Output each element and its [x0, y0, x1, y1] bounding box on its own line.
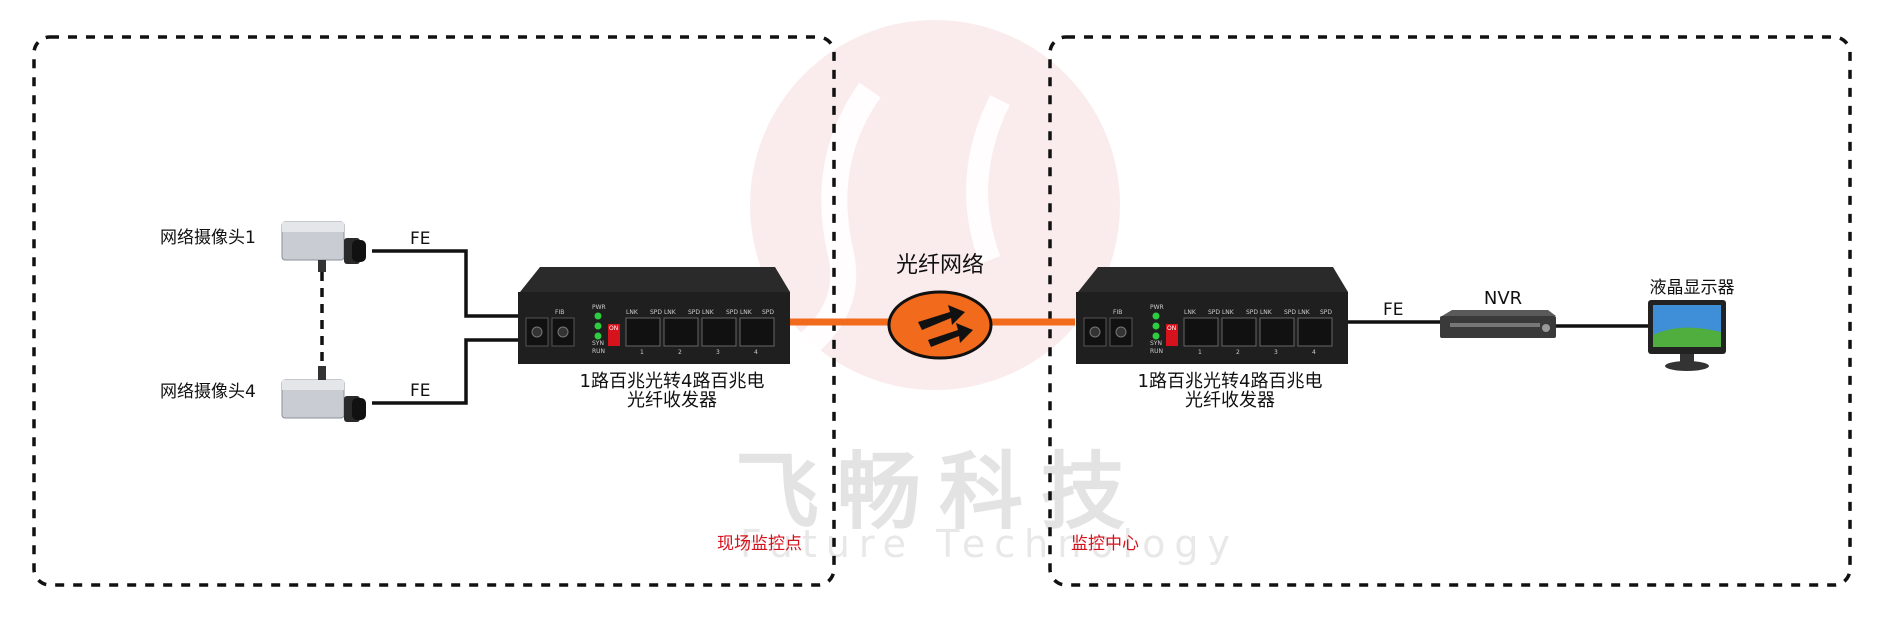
left-panel-on: ON	[609, 325, 619, 332]
left-zone-label: 现场监控点	[717, 534, 802, 554]
watermark-brand-cn: 飞畅科技	[735, 443, 1144, 541]
monitor-icon	[1648, 300, 1726, 371]
monitor-label: 液晶显示器	[1649, 278, 1735, 298]
nvr-device-icon	[1440, 310, 1556, 338]
left-port-num-4: 4	[754, 349, 758, 356]
right-port-label-2: SPD LNK	[1208, 309, 1234, 316]
right-panel-pwr: PWR	[1150, 304, 1164, 311]
right-port-num-2: 2	[1236, 349, 1240, 356]
right-panel-fib: FIB	[1113, 309, 1123, 316]
right-transceiver-label: 1路百兆光转4路百兆电 光纤收发器	[1138, 372, 1323, 410]
right-zone-boundary	[1048, 35, 1852, 587]
right-transceiver-label-line1: 1路百兆光转4路百兆电	[1137, 371, 1323, 392]
watermark-brand-en: Future Technology	[740, 522, 1239, 566]
camera4-fe-cable	[372, 338, 518, 405]
camera4-label: 网络摄像头4	[160, 382, 256, 402]
left-transceiver-label-line2: 光纤收发器	[627, 390, 717, 411]
camera1-icon	[281, 221, 366, 272]
left-port-label-5: SPD	[762, 309, 775, 316]
left-transceiver-label-line1: 1路百兆光转4路百兆电	[579, 371, 765, 392]
left-port-label-3: SPD LNK	[688, 309, 714, 316]
camera1-label: 网络摄像头1	[160, 228, 256, 248]
left-panel-run: RUN	[592, 348, 606, 355]
right-panel-on: ON	[1167, 325, 1177, 332]
right-port-label-4: SPD LNK	[1284, 309, 1310, 316]
right-port-num-4: 4	[1312, 349, 1316, 356]
right-port-label-5: SPD	[1320, 309, 1333, 316]
camera4-icon	[281, 366, 366, 422]
right-port-label-1: LNK	[1184, 309, 1196, 316]
right-transceiver-device	[1076, 267, 1348, 364]
camera1-fe-cable	[372, 249, 518, 318]
right-panel-syn: SYN	[1150, 340, 1162, 347]
left-port-label-1: LNK	[626, 309, 638, 316]
right-port-num-3: 3	[1274, 349, 1278, 356]
left-panel-pwr: PWR	[592, 304, 606, 311]
right-panel-run: RUN	[1150, 348, 1164, 355]
camera4-fe-label: FE	[410, 381, 431, 401]
left-zone-boundary	[32, 35, 836, 587]
left-transceiver-label: 1路百兆光转4路百兆电 光纤收发器	[580, 372, 765, 410]
left-transceiver-device	[518, 267, 790, 364]
camera1-fe-label: FE	[410, 229, 431, 249]
right-port-label-3: SPD LNK	[1246, 309, 1272, 316]
left-port-label-2: SPD LNK	[650, 309, 676, 316]
left-panel-syn: SYN	[592, 340, 604, 347]
left-port-label-4: SPD LNK	[726, 309, 752, 316]
right-zone-label: 监控中心	[1071, 534, 1139, 554]
fiber-network-icon	[887, 290, 993, 360]
left-panel-fib: FIB	[555, 309, 565, 316]
nvr-fe-label: FE	[1383, 300, 1404, 320]
right-port-num-1: 1	[1198, 349, 1202, 356]
left-port-num-2: 2	[678, 349, 682, 356]
left-port-num-3: 3	[716, 349, 720, 356]
nvr-label: NVR	[1483, 288, 1523, 309]
right-transceiver-label-line2: 光纤收发器	[1185, 390, 1275, 411]
fiber-network-label: 光纤网络	[895, 253, 985, 278]
left-port-num-1: 1	[640, 349, 644, 356]
